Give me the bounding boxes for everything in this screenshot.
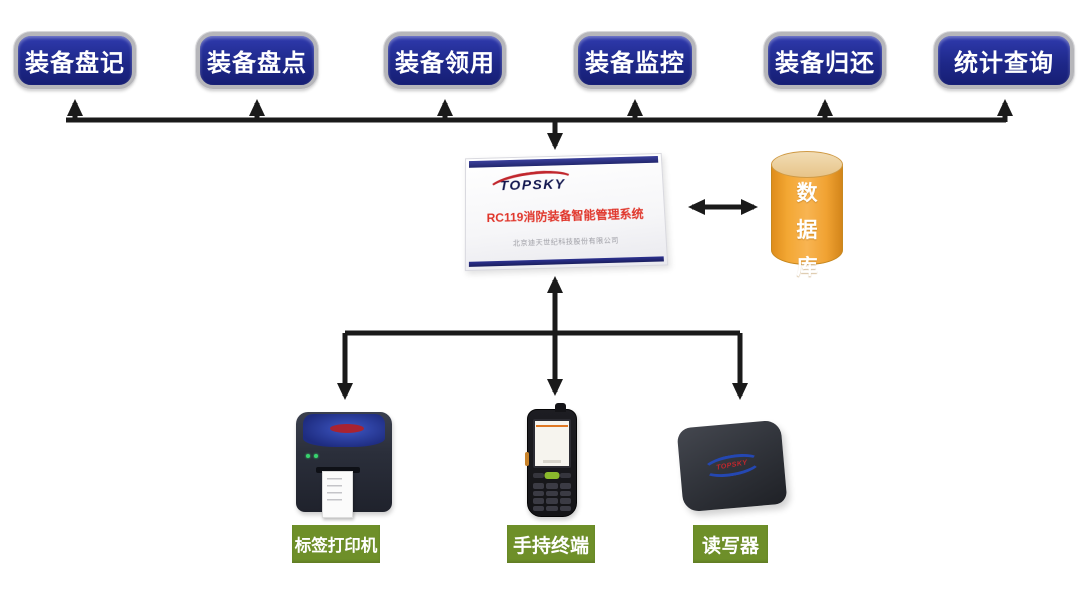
module-equipment-registration: 装备盘记 [14,32,136,89]
database-cylinder: 数 据 库 [771,151,843,279]
reader-caption: 读写器 [693,525,768,563]
cylinder-top [771,151,843,178]
handheld-terminal-caption: 手持终端 [507,525,595,563]
module-equipment-return: 装备归还 [764,32,886,89]
company-name: 北京迪天世纪科技股份有限公司 [512,237,620,248]
handheld-scan-key [544,472,560,479]
handheld-terminal-device [525,403,577,517]
database-char: 库 [796,256,818,279]
box-bottom-edge [468,256,664,267]
printer-logo [330,424,364,433]
cylinder-body [771,164,843,265]
printer-paper-slot [316,467,360,473]
rfid-reader-device: TOPSKY [676,419,788,513]
handheld-side-button [525,452,529,466]
box-top-edge [469,155,659,168]
system-title: RC119消防装备智能管理系统 [486,206,644,226]
handheld-function-key [560,473,571,478]
handheld-keypad [533,472,571,511]
topsky-logo: TOPSKY [499,175,566,194]
handheld-screen [533,419,571,468]
printer-led-icon [314,454,318,458]
module-statistics-query: 统计查询 [934,32,1074,89]
label-printer-device [296,412,392,518]
handheld-number-keys [533,483,571,511]
database-label: 数 据 库 [771,177,843,281]
reader-logo-text: TOPSKY [715,459,749,472]
database-char: 据 [796,219,818,242]
database-char: 数 [796,182,818,205]
module-equipment-monitoring: 装备监控 [574,32,696,89]
printer-label-paper [322,471,353,518]
printer-led-icon [306,454,310,458]
module-equipment-inventory: 装备盘点 [196,32,318,89]
label-printer-caption: 标签打印机 [292,525,380,563]
module-equipment-checkout: 装备领用 [384,32,506,89]
handheld-function-key [533,473,544,478]
reader-logo: TOPSKY [701,450,763,481]
system-software-box: TOPSKY RC119消防装备智能管理系统 北京迪天世纪科技股份有限公司 [464,153,669,272]
